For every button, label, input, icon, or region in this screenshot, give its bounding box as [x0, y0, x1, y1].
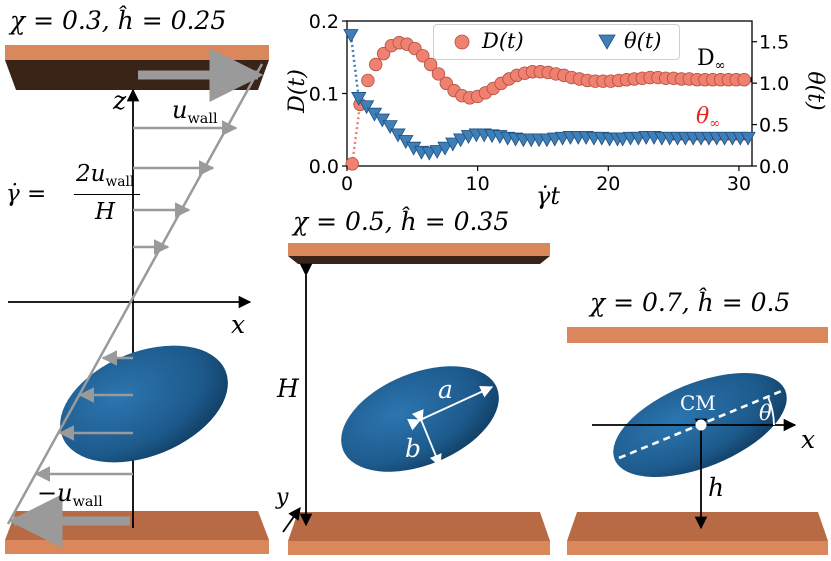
h-label: h: [708, 473, 725, 502]
right-panel: [567, 327, 828, 555]
theta-transient-line: [349, 34, 360, 99]
theta-point: [343, 29, 359, 43]
theta-point: [351, 92, 367, 106]
left-panel-title: χ = 0.3, ĥ = 0.25: [10, 6, 227, 35]
d-point: [345, 157, 359, 171]
theta-point: [445, 137, 461, 152]
d-transient-line: [350, 104, 362, 164]
chart-y-left-label: D(t): [284, 69, 310, 113]
middle-panel: [282, 243, 550, 555]
theta-point: [452, 133, 469, 148]
semi-axis-b-label: b: [405, 434, 422, 463]
left-panel: [5, 45, 269, 554]
center-of-mass-dot: [695, 419, 707, 431]
chart-marks: [343, 29, 756, 171]
chart-legend: D(t) θ(t): [433, 24, 680, 60]
center-of-mass-label: CM: [680, 391, 716, 415]
d-infinity-label: D∞: [697, 46, 726, 74]
middle-panel-title: χ = 0.5, ĥ = 0.35: [293, 207, 510, 236]
left-top-wall: [5, 45, 269, 90]
height-label: H: [277, 374, 299, 403]
d-point: [361, 73, 375, 88]
theta-point: [437, 141, 453, 156]
shear-profile-line: [6, 63, 264, 525]
right-bottom-wall: [567, 512, 828, 555]
d-point: [376, 46, 391, 61]
neg-u-wall-label: −uwall: [37, 479, 103, 511]
y-right-tick-label: 1.5: [759, 32, 789, 54]
legend-theta-marker: [598, 34, 616, 50]
y-left-tick-label: 0.0: [309, 156, 339, 178]
legend-markers: [454, 34, 616, 50]
x-axis-label-left: x: [231, 310, 246, 339]
y-right-tick-label: 0.0: [759, 156, 789, 178]
x-tick-label: 20: [596, 173, 620, 195]
x-tick-label: 30: [727, 173, 751, 195]
y-axis-label: y: [276, 485, 289, 510]
legend-d-label: D(t): [482, 29, 524, 53]
middle-bottom-wall: [288, 512, 550, 555]
chart-ticks: 0 10 20 30 0.0 0.1 0.2 0.0 0.5 1.0 1.5: [309, 11, 789, 195]
middle-top-wall: [288, 243, 550, 264]
theta-label: θ: [759, 401, 772, 425]
theta-point: [358, 100, 375, 115]
d-point: [416, 49, 430, 63]
shear-numerator: 2uwall: [76, 161, 135, 190]
shear-fraction-bar: [74, 194, 140, 195]
chart: 0 10 20 30 0.0 0.1 0.2 0.0 0.5 1.0 1.5: [309, 11, 789, 195]
x-tick-label: 10: [466, 173, 490, 195]
legend-theta-label: θ(t): [624, 29, 662, 53]
chart-x-label: γ̇t: [536, 182, 560, 210]
y-right-tick-label: 0.5: [759, 115, 789, 137]
chart-y-right-label: θ(t): [802, 71, 828, 111]
theta-infinity-label: θ∞: [696, 104, 721, 132]
theta-arc: [767, 396, 775, 426]
x-tick-label: 0: [341, 173, 353, 195]
y-left-tick-label: 0.1: [309, 84, 339, 106]
u-wall-label: uwall: [172, 96, 218, 128]
semi-axis-b: [411, 409, 442, 468]
right-top-wall: [567, 327, 828, 343]
theta-point: [740, 131, 756, 146]
x-axis-label-right: x: [801, 425, 816, 454]
theta-point: [429, 145, 445, 159]
d-point: [369, 57, 383, 72]
semi-axis-a-label: a: [438, 375, 453, 404]
d-point: [737, 73, 751, 87]
y-left-tick-label: 0.2: [309, 11, 339, 33]
ellipsoid-middle: [341, 366, 499, 472]
shear-lhs: γ̇ =: [6, 181, 47, 207]
theta-point: [382, 120, 398, 135]
shear-denominator: H: [95, 199, 116, 225]
right-panel-title: χ = 0.7, ĥ = 0.5: [590, 288, 791, 317]
y-axis-small: [282, 506, 301, 533]
z-axis-label: z: [113, 86, 127, 115]
velocity-arrows: [34, 120, 238, 482]
d-point: [423, 57, 438, 72]
d-point: [431, 67, 446, 81]
y-right-tick-label: 1.0: [759, 73, 789, 95]
legend-d-marker: [454, 34, 470, 50]
